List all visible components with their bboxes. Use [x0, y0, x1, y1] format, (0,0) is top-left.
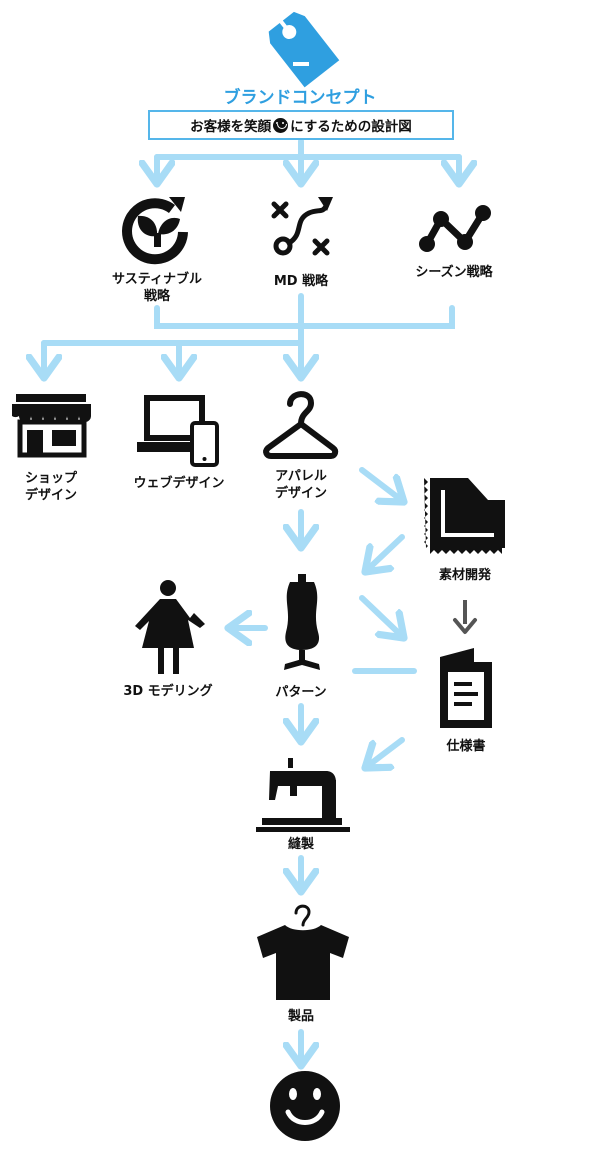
connector-sustainable-down	[154, 305, 455, 329]
document-icon	[440, 648, 492, 728]
arrow-spec-to-sewing	[365, 737, 405, 768]
label-material: 素材開発	[438, 568, 491, 583]
sewing-machine-icon	[256, 758, 350, 832]
label-md: MD 戦略	[273, 274, 329, 289]
arrow-material-to-pattern	[365, 534, 405, 572]
label-sewing: 縫製	[287, 837, 314, 852]
label-web: ウェブデザイン	[133, 476, 225, 491]
tag-icon	[268, 11, 340, 88]
concept-subtitle-before: お客様を笑顔	[190, 119, 272, 135]
hanger-icon	[263, 391, 339, 459]
label-product: 製品	[287, 1009, 314, 1024]
arrow-apparel-to-material	[359, 467, 404, 502]
label-shop: ショップ デザイン	[24, 471, 77, 503]
concept-subtitle-after: にするための設計図	[290, 119, 412, 135]
label-sustainable: サスティナブル 戦略	[112, 272, 202, 304]
smile-icon	[270, 1071, 340, 1141]
strategy-icon	[271, 197, 333, 256]
label-season: シーズン戦略	[415, 265, 493, 280]
brand-concept-title: ブランドコンセプト	[223, 88, 377, 108]
trend-icon	[419, 205, 491, 252]
arrow-material-to-spec	[453, 600, 477, 634]
smile-inline-icon	[273, 117, 289, 133]
brand-concept-box: お客様を笑顔 にするための設計図	[148, 110, 454, 140]
laptop-icon	[137, 395, 219, 467]
woman-icon	[135, 580, 205, 674]
shop-icon	[12, 394, 91, 458]
fabric-icon	[424, 478, 505, 554]
label-modeling: 3D モデリング	[123, 684, 213, 699]
sustainable-icon	[122, 197, 188, 265]
mannequin-icon	[284, 574, 320, 670]
arrow-pattern-to-spec	[359, 595, 404, 638]
label-pattern: パターン	[275, 685, 327, 700]
tshirt-icon	[257, 904, 349, 1000]
label-spec: 仕様書	[446, 739, 486, 754]
connectors	[44, 138, 459, 1066]
label-apparel: アパレル デザイン	[274, 469, 327, 501]
